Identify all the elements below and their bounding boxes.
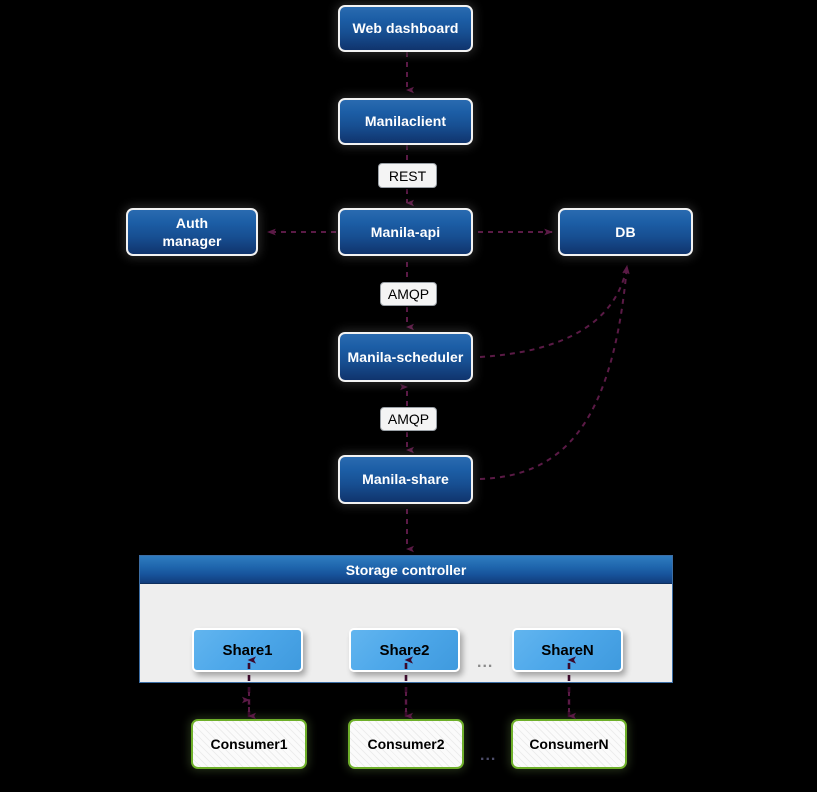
node-auth-manager[interactable]: Auth manager xyxy=(126,208,258,256)
node-manila-scheduler-label: Manila-scheduler xyxy=(347,348,464,365)
node-manilaclient[interactable]: Manilaclient xyxy=(338,98,473,145)
node-auth-manager-line2: manager xyxy=(162,233,222,249)
node-auth-manager-line1: Auth xyxy=(175,215,209,231)
share-box-n[interactable]: ShareN xyxy=(512,628,623,672)
node-web-dashboard-label: Web dashboard xyxy=(352,20,459,36)
storage-controller-title: Storage controller xyxy=(140,556,672,584)
consumer-box-2[interactable]: Consumer2 xyxy=(348,719,464,769)
label-amqp-api-scheduler: AMQP xyxy=(380,282,437,306)
share-box-2-label: Share2 xyxy=(379,641,430,659)
consumer-box-n-label: ConsumerN xyxy=(529,736,609,752)
node-web-dashboard[interactable]: Web dashboard xyxy=(338,5,473,52)
consumer-box-1-label: Consumer1 xyxy=(210,736,288,752)
share-box-n-label: ShareN xyxy=(541,641,594,659)
label-rest-text: REST xyxy=(388,167,427,184)
storage-controller-body: Share1 Share2 ... ShareN xyxy=(140,584,672,682)
consumer-box-1[interactable]: Consumer1 xyxy=(191,719,307,769)
share-box-2[interactable]: Share2 xyxy=(349,628,460,672)
consumers-ellipsis-text: ... xyxy=(480,747,497,764)
consumer-box-n[interactable]: ConsumerN xyxy=(511,719,627,769)
wire-scheduler-db xyxy=(479,265,629,358)
share-box-1[interactable]: Share1 xyxy=(192,628,303,672)
shares-ellipsis-text: ... xyxy=(477,654,494,671)
shares-ellipsis: ... xyxy=(477,654,493,672)
node-manila-api-label: Manila-api xyxy=(370,223,441,240)
node-manila-scheduler[interactable]: Manila-scheduler xyxy=(338,332,473,382)
label-amqp-api-scheduler-text: AMQP xyxy=(387,286,430,302)
node-db[interactable]: DB xyxy=(558,208,693,256)
wire-share-db xyxy=(479,265,630,480)
node-manila-share-label: Manila-share xyxy=(362,471,449,487)
consumers-ellipsis: ... xyxy=(480,747,496,765)
consumer-box-2-label: Consumer2 xyxy=(367,736,445,752)
node-db-label: DB xyxy=(615,223,636,240)
share-box-1-label: Share1 xyxy=(222,641,273,659)
label-amqp-scheduler-share-text: AMQP xyxy=(387,411,430,427)
node-manilaclient-label: Manilaclient xyxy=(364,113,447,129)
node-manila-share[interactable]: Manila-share xyxy=(338,455,473,504)
node-manila-api[interactable]: Manila-api xyxy=(338,208,473,256)
storage-controller-title-text: Storage controller xyxy=(345,561,467,578)
label-amqp-scheduler-share: AMQP xyxy=(380,407,437,431)
label-rest: REST xyxy=(378,163,437,188)
storage-controller-panel: Storage controller Share1 Share2 ... Sha… xyxy=(139,555,673,683)
